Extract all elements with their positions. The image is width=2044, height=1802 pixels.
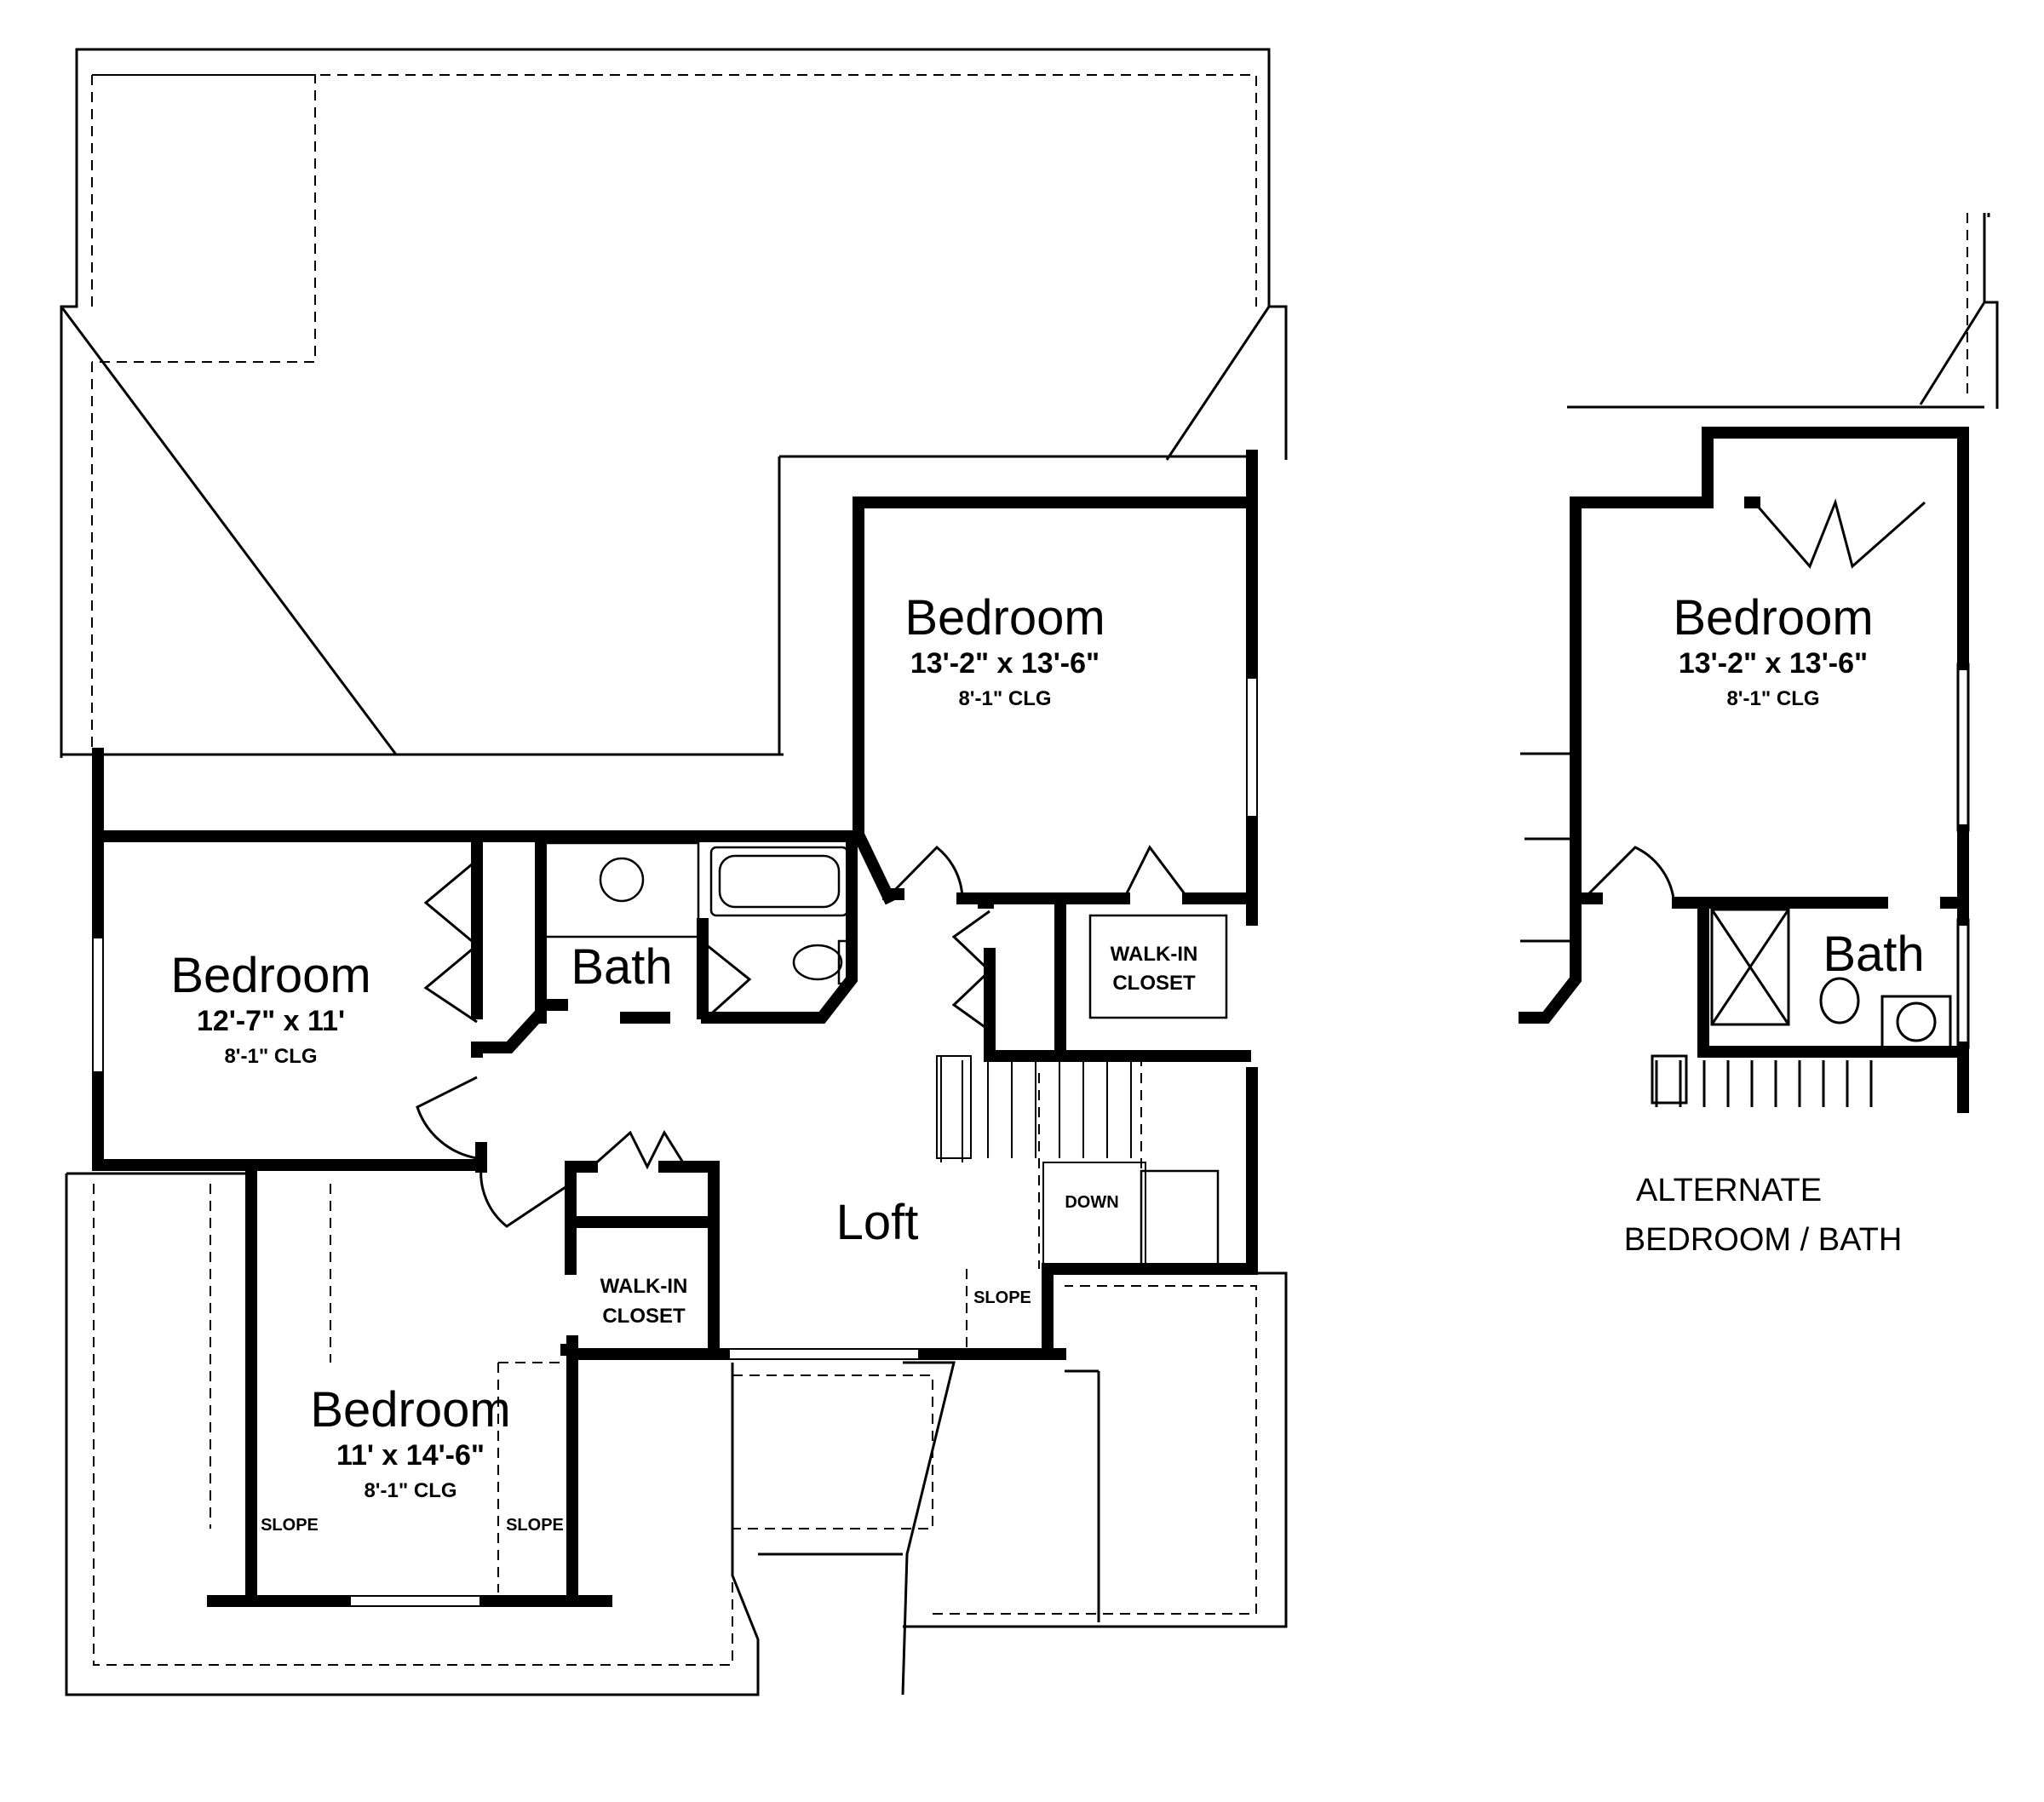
alt-room-name-bath: Bath: [1823, 927, 1924, 982]
room-clg-bedroom-sw: 8'-1" CLG: [364, 1479, 456, 1502]
room-dims-bedroom-w: 12'-7" x 11': [197, 1005, 345, 1037]
roof-outline: [60, 48, 1288, 1696]
labels: Bedroom 13'-2" x 13'-6" 8'-1" CLG Bedroo…: [170, 590, 1924, 1535]
room-name-bedroom-sw: Bedroom: [310, 1382, 510, 1438]
walkin-closet-2-line1: WALK-IN: [600, 1275, 688, 1298]
room-dims-bedroom-sw: 11' x 14'-6": [336, 1439, 485, 1472]
walkin-closet-2-line2: CLOSET: [602, 1305, 686, 1328]
room-clg-bedroom-w: 8'-1" CLG: [224, 1045, 317, 1068]
alternate-walls: [1519, 427, 1969, 1113]
alternate-caption-line2: BEDROOM / BATH: [1624, 1222, 1903, 1258]
room-name-bedroom-ne: Bedroom: [904, 590, 1105, 646]
slope-label-2: SLOPE: [261, 1516, 319, 1535]
alt-room-clg-bedroom: 8'-1" CLG: [1726, 687, 1819, 710]
slope-label-3: SLOPE: [506, 1516, 564, 1535]
room-name-bath: Bath: [571, 939, 672, 995]
alt-room-name-bedroom: Bedroom: [1673, 590, 1873, 646]
walls: [92, 450, 1258, 1607]
doors: [416, 845, 1190, 1228]
room-clg-bedroom-ne: 8'-1" CLG: [958, 687, 1051, 710]
room-name-bedroom-w: Bedroom: [170, 948, 370, 1003]
room-dims-bedroom-ne: 13'-2" x 13'-6": [910, 647, 1100, 680]
stairs-down-label: DOWN: [1065, 1193, 1118, 1212]
windows: [92, 672, 1258, 1607]
walkin-closet-1-line1: WALK-IN: [1111, 943, 1198, 966]
walkin-closet-1-line2: CLOSET: [1112, 972, 1196, 995]
room-name-loft: Loft: [836, 1195, 919, 1250]
alternate-outline: [1520, 213, 1999, 1107]
slope-label-1: SLOPE: [973, 1288, 1031, 1307]
alt-room-dims-bedroom: 13'-2" x 13'-6": [1679, 647, 1868, 680]
alternate-caption-line1: ALTERNATE: [1636, 1173, 1822, 1208]
fixtures: [543, 841, 1228, 1266]
dashed-overhangs: [91, 74, 1968, 1666]
stairs: [936, 1055, 1146, 1270]
